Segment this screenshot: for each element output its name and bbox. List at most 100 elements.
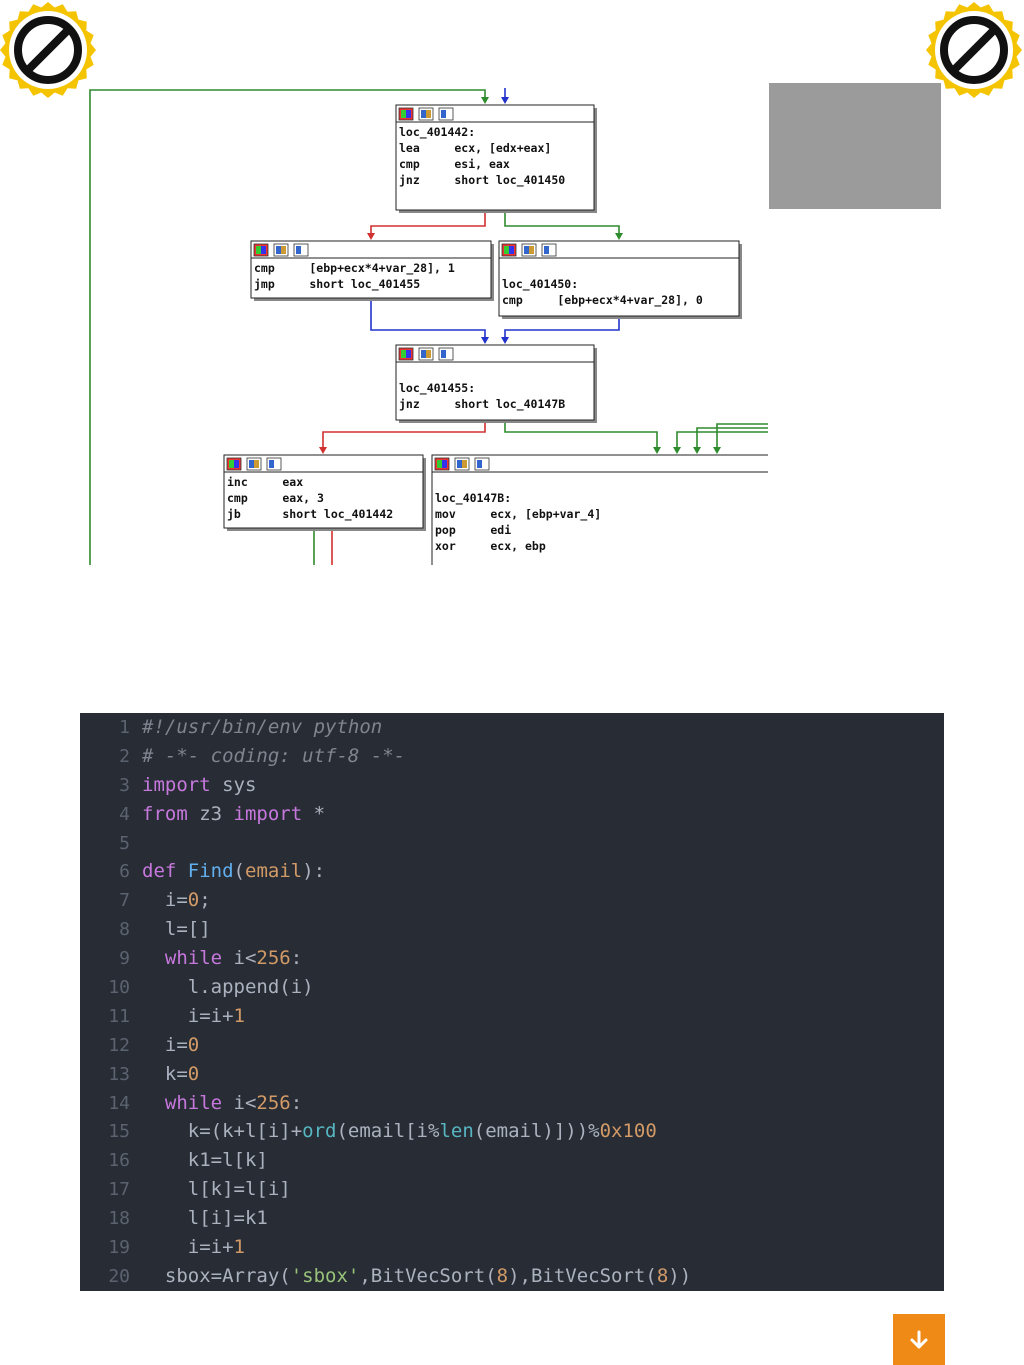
code-token: ),BitVecSort(	[508, 1264, 657, 1287]
asm-line: inc eax	[227, 475, 303, 489]
disassembly-graph-image: loc_401442:lea ecx, [edx+eax]cmp esi, ea…	[86, 84, 768, 565]
line-number: 17	[108, 1179, 130, 1201]
code-token: import	[142, 773, 211, 796]
code-block: 1 #!/usr/bin/env python 2 # -*- coding: utf…	[80, 713, 944, 1291]
edge-arrowhead	[713, 447, 721, 454]
line-number: 10	[108, 977, 130, 999]
code-token: ord	[302, 1120, 337, 1143]
code-text: while i<256:	[142, 1089, 302, 1118]
code-token: sys	[210, 773, 257, 796]
code-text: i=0;	[142, 886, 211, 915]
line-number: 13	[108, 1063, 130, 1085]
code-text: #!/usr/bin/env python	[142, 713, 382, 742]
code-token: i=i+	[142, 1236, 234, 1259]
code-text: while i<256:	[142, 944, 302, 973]
code-line: 17 l[k]=l[i]	[80, 1175, 944, 1204]
code-token: 1	[233, 1236, 245, 1259]
text-icon[interactable]	[266, 457, 282, 471]
edit-icon[interactable]	[246, 457, 262, 471]
code-line: 20 sbox=Array('sbox',BitVecSort(8),BitVe…	[80, 1262, 944, 1291]
color-icon[interactable]	[501, 243, 517, 257]
edge-arrowhead	[481, 97, 489, 104]
asm-line: pop edi	[435, 523, 511, 537]
placeholder-gray-box	[769, 83, 941, 209]
graph-node-loc-401450: loc_401450:cmp [ebp+ecx*4+var_28], 0	[498, 240, 742, 319]
code-text: i=i+1	[142, 1002, 245, 1031]
code-token: l.append(i)	[142, 976, 314, 999]
edit-icon[interactable]	[273, 243, 289, 257]
code-text: i=0	[142, 1031, 199, 1060]
edge-arrowhead	[319, 447, 327, 454]
code-token: sbox=Array(	[142, 1264, 291, 1287]
code-token: :	[290, 1091, 303, 1114]
scroll-down-button[interactable]	[893, 1314, 945, 1365]
code-token: (	[233, 860, 245, 883]
line-number: 15	[108, 1121, 130, 1143]
text-icon[interactable]	[474, 457, 490, 471]
code-token: k=(k+l[i]+	[142, 1120, 303, 1143]
text-icon[interactable]	[293, 243, 309, 257]
code-token: 256	[256, 1091, 291, 1114]
branch-edge-exit	[504, 420, 658, 450]
code-token: ,BitVecSort(	[359, 1264, 497, 1287]
loop-edge	[89, 89, 486, 565]
code-token: k1=l[k]	[142, 1149, 268, 1172]
branch-edge-true	[504, 210, 620, 236]
code-token: *	[302, 802, 326, 825]
code-token: Find	[187, 860, 234, 883]
incoming-exit-edge	[716, 423, 768, 450]
color-icon[interactable]	[398, 347, 414, 361]
text-icon[interactable]	[438, 107, 454, 121]
asm-line: jmp short loc_401455	[254, 277, 420, 292]
line-number: 20	[108, 1265, 130, 1287]
text-icon[interactable]	[438, 347, 454, 361]
code-token: l=[]	[142, 918, 211, 941]
code-token: def	[142, 860, 177, 883]
code-token	[142, 1092, 165, 1114]
color-icon[interactable]	[398, 107, 414, 121]
code-line: 12 i=0	[80, 1031, 944, 1060]
text-icon[interactable]	[541, 243, 557, 257]
line-number: 11	[108, 1005, 130, 1027]
asm-line: cmp esi, eax	[399, 157, 510, 171]
code-token: :	[290, 947, 303, 970]
code-token: 'sbox'	[290, 1264, 360, 1287]
line-number: 14	[108, 1092, 130, 1114]
code-line: 15 k=(k+l[i]+ord(email[i%len(email)]))%0…	[80, 1117, 944, 1146]
line-number: 5	[119, 832, 130, 854]
code-token: 8	[496, 1264, 509, 1287]
code-line: 14 while i<256:	[80, 1089, 944, 1118]
no-entry-icon	[926, 2, 1022, 98]
code-line: 13 k=0	[80, 1060, 944, 1089]
code-line: 18 l[i]=k1	[80, 1204, 944, 1233]
color-icon[interactable]	[253, 243, 269, 257]
code-token: ):	[302, 860, 326, 883]
code-token: # -*- coding: utf-8 -*-	[142, 744, 406, 767]
color-icon[interactable]	[226, 457, 242, 471]
line-number: 19	[108, 1237, 130, 1259]
branch-edge-inc	[322, 420, 486, 450]
edit-icon[interactable]	[418, 347, 434, 361]
code-token: while	[164, 1091, 223, 1114]
code-text: def Find(email):	[142, 857, 325, 886]
edge-arrowhead	[693, 447, 701, 454]
code-token: 0	[187, 1062, 200, 1085]
incoming-exit-edge	[676, 431, 768, 450]
color-icon[interactable]	[434, 457, 450, 471]
line-number: 16	[108, 1150, 130, 1172]
edit-icon[interactable]	[521, 243, 537, 257]
merge-edge-left	[370, 298, 486, 340]
incoming-exit-edge	[696, 427, 768, 450]
line-number: 2	[119, 745, 130, 767]
edit-icon[interactable]	[418, 107, 434, 121]
code-text: k1=l[k]	[142, 1146, 268, 1175]
asm-line: jnz short loc_401450	[399, 173, 565, 188]
code-token: l[i]=k1	[142, 1207, 268, 1230]
edit-icon[interactable]	[454, 457, 470, 471]
code-token: ))	[668, 1264, 692, 1287]
edge-arrowhead	[615, 233, 623, 240]
line-number: 18	[108, 1208, 130, 1230]
asm-line: loc_401455:	[399, 381, 475, 396]
